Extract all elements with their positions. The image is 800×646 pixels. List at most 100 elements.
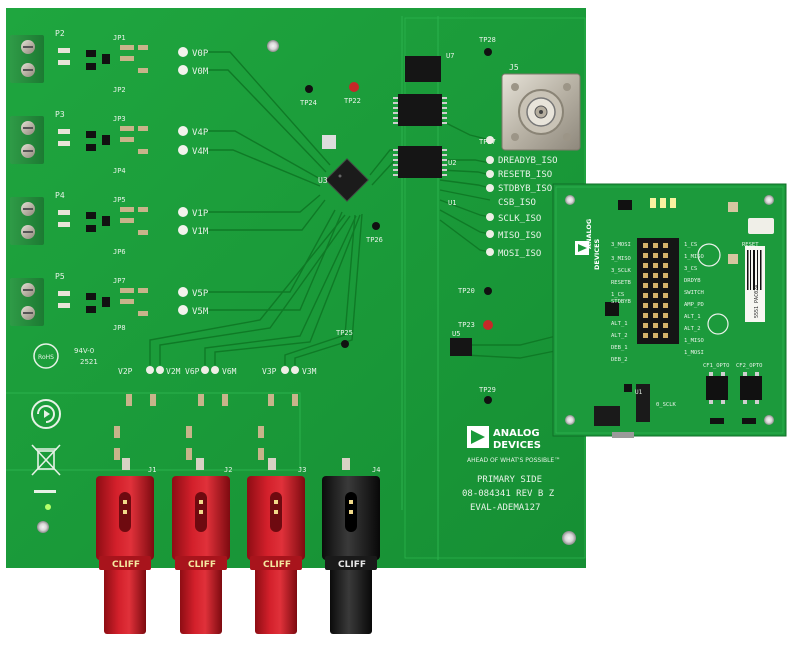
power-led <box>45 504 51 510</box>
hdr-right-1: 1_MISO <box>684 254 704 260</box>
daughter-adi-logo <box>575 241 589 255</box>
banana-jack-j4[interactable] <box>322 476 380 634</box>
label-v2p: V2P <box>118 367 133 376</box>
hdr-left-4: 1_CS <box>611 292 624 298</box>
hdr-right-6: ALT_1 <box>684 314 701 320</box>
label-v3p: V3P <box>262 367 277 376</box>
label-p5: P5 <box>55 272 65 281</box>
terminal-block-p2[interactable] <box>10 35 44 83</box>
label-jp2: JP2 <box>113 86 126 94</box>
banana-jack-j1[interactable] <box>96 476 154 634</box>
mounting-hole <box>37 521 49 533</box>
label-tp29: TP29 <box>479 386 496 394</box>
jack-brand-j2: CLIFF <box>188 560 216 570</box>
rohs-text: RoHS <box>38 354 54 361</box>
label-jp6: JP6 <box>113 248 126 256</box>
label-tp25: TP25 <box>336 329 353 337</box>
label-v6p: V6P <box>185 367 200 376</box>
bottom-header[interactable] <box>594 406 620 426</box>
iso-signal-pads[interactable] <box>486 136 494 256</box>
label-v5p: V5P <box>192 289 209 299</box>
label-dreadyb-iso: DREADYB_ISO <box>498 156 558 166</box>
daughter-logo-analog: ANALOG <box>585 219 593 249</box>
hdr-left-2: 3_SCLK <box>611 268 632 274</box>
hdr-right-0: 1_CS <box>684 242 697 248</box>
label-j3: J3 <box>298 466 306 474</box>
divider-resistors <box>114 394 350 470</box>
label-j4: J4 <box>372 466 380 474</box>
hdr-right-3: DRDYB <box>684 278 701 284</box>
label-jp8: JP8 <box>113 324 126 332</box>
terminal-block-p3[interactable] <box>10 116 44 164</box>
label-jp1: JP1 <box>113 34 126 42</box>
side-header[interactable] <box>636 384 650 422</box>
label-jp4: JP4 <box>113 167 126 175</box>
hdr-left-1: 3_MISO <box>611 256 631 262</box>
hdr-right-9: 1_MOSI <box>684 350 704 356</box>
label-p2: P2 <box>55 29 65 38</box>
jack-brand-j4: CLIFF <box>338 560 366 570</box>
banana-jack-j3[interactable] <box>247 476 305 634</box>
white-connector[interactable] <box>748 218 774 234</box>
label-j2: J2 <box>224 466 232 474</box>
weee-bin-icon <box>31 444 61 476</box>
reset-button[interactable] <box>728 202 738 212</box>
crystal <box>322 135 336 149</box>
inspection-sticker-2 <box>707 313 729 335</box>
input-filter-components <box>58 45 148 316</box>
label-p3: P3 <box>55 110 65 119</box>
usb-connector[interactable] <box>612 432 634 438</box>
label-mosi-iso: MOSI_ISO <box>498 249 541 259</box>
daughter-board <box>552 183 787 438</box>
label-u3: U3 <box>318 176 328 185</box>
hdr-left-5: STDBYB <box>611 299 632 305</box>
eval-name-text: EVAL-ADEMA127 <box>470 503 540 513</box>
bottom-channel-pads[interactable] <box>146 366 299 374</box>
hdr-right-8: 1_MISO <box>684 338 704 344</box>
jack-brand-j3: CLIFF <box>263 560 291 570</box>
label-v0p: V0P <box>192 49 209 59</box>
daughter-label-u1: U1 <box>635 389 643 396</box>
label-v5m: V5M <box>192 307 209 317</box>
terminal-block-p5[interactable] <box>10 278 44 326</box>
weee-bar <box>34 490 56 493</box>
date-code: 2521 <box>80 358 98 366</box>
label-tp22: TP22 <box>344 97 361 105</box>
label-u2: U2 <box>448 159 456 167</box>
primary-side-text: PRIMARY SIDE <box>477 475 542 485</box>
daughter-reset-label: RESET <box>742 242 759 248</box>
banana-jack-j2[interactable] <box>172 476 230 634</box>
label-u7: U7 <box>446 52 454 60</box>
label-jp7: JP7 <box>113 277 126 285</box>
optocoupler-cf2 <box>740 376 762 400</box>
label-v2m: V2M <box>166 367 181 376</box>
label-tp23: TP23 <box>458 321 475 329</box>
terminal-block-p4[interactable] <box>10 197 44 245</box>
hdr-left-6: ALT_1 <box>611 321 628 327</box>
test-points[interactable] <box>305 48 493 404</box>
hdr-right-4: SWITCH <box>684 290 704 296</box>
sma-connector-j5[interactable] <box>501 73 581 151</box>
rohs-badge: RoHS <box>33 343 59 369</box>
hdr-left-9: DEB_2 <box>611 357 628 363</box>
logo-analog: ANALOG <box>493 428 540 439</box>
label-v1m: V1M <box>192 227 209 237</box>
label-sclk-iso: SCLK_ISO <box>498 214 541 224</box>
part-number-text: 08-084341 REV B Z <box>462 489 555 499</box>
hdr-right-5: AMP_PD <box>684 302 704 308</box>
hdr-left-8: DEB_1 <box>611 345 628 351</box>
label-cf1-opto: CF1_OPTO <box>703 363 730 369</box>
label-j5: J5 <box>509 63 519 72</box>
logo-tagline: AHEAD OF WHAT'S POSSIBLE™ <box>467 457 560 464</box>
channel-testpoints[interactable] <box>178 47 188 315</box>
label-resetb-iso: RESETB_ISO <box>498 170 552 180</box>
label-miso-iso: MISO_ISO <box>498 231 541 241</box>
ic-u5 <box>450 338 472 356</box>
adi-logo-main <box>467 426 489 448</box>
hdr-left-7: ALT_2 <box>611 333 628 339</box>
label-0-sclk: 0_SCLK <box>656 402 677 408</box>
mounting-hole <box>267 40 279 52</box>
hdr-left-3: RESETB <box>611 280 632 286</box>
label-u5: U5 <box>452 330 460 338</box>
